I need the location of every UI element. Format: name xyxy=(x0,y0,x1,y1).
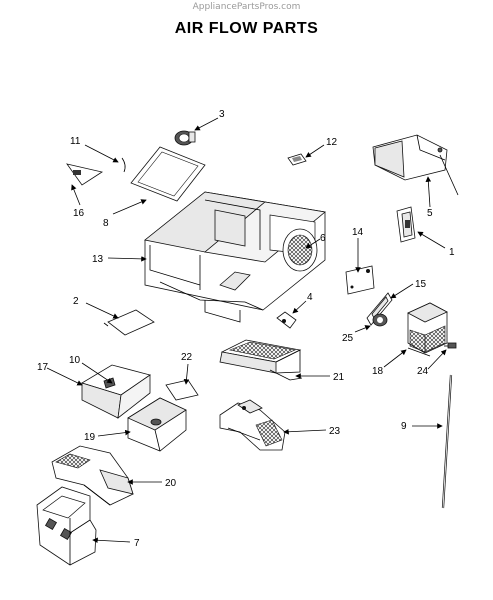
part-24-connector xyxy=(444,342,457,349)
callout-8: 8 xyxy=(103,218,109,229)
callout-3: 3 xyxy=(219,109,225,120)
part-14-bracket xyxy=(345,265,375,295)
part-23-duct-assembly xyxy=(219,399,286,451)
callout-9: 9 xyxy=(401,421,407,432)
part-16-label xyxy=(66,163,104,186)
callout-12: 12 xyxy=(326,137,338,148)
callout-21: 21 xyxy=(333,372,345,383)
callout-22: 22 xyxy=(181,352,193,363)
callout-10: 10 xyxy=(69,355,81,366)
part-11-clip xyxy=(121,157,126,173)
watermark: AppliancePartsPros.com xyxy=(192,2,301,12)
part-8-filter-frame xyxy=(130,146,206,202)
leader-lines xyxy=(46,117,447,544)
callout-18: 18 xyxy=(372,366,384,377)
part-15-damper xyxy=(366,292,393,327)
callout-labels: 3 11 16 8 12 5 1 6 13 14 4 15 25 2 10 22… xyxy=(37,109,455,549)
part-7-frame xyxy=(36,486,97,566)
part-12-pad xyxy=(287,153,307,166)
callout-6: 6 xyxy=(320,233,326,244)
part-22-pad xyxy=(165,379,199,401)
part-19-duct xyxy=(127,397,187,452)
part-3-fan-motor xyxy=(174,130,196,146)
part-9-rod xyxy=(441,374,453,509)
main-air-housing xyxy=(144,191,326,323)
callout-11: 11 xyxy=(70,136,81,147)
callout-17: 17 xyxy=(37,362,49,373)
callout-2: 2 xyxy=(73,296,79,307)
part-5-vent-duct xyxy=(372,134,459,196)
diagram-title: AIR FLOW PARTS xyxy=(174,20,319,37)
callout-4: 4 xyxy=(307,292,313,303)
callout-5: 5 xyxy=(427,208,433,219)
callout-24: 24 xyxy=(417,366,429,377)
callout-14: 14 xyxy=(352,227,364,238)
callout-23: 23 xyxy=(329,426,341,437)
part-21-grille xyxy=(219,339,303,381)
part-4-fastener xyxy=(276,311,297,329)
callout-20: 20 xyxy=(165,478,177,489)
callout-15: 15 xyxy=(415,279,427,290)
part-18-transformer xyxy=(407,302,448,357)
callout-1: 1 xyxy=(449,247,455,258)
callout-19: 19 xyxy=(84,432,96,443)
callout-7: 7 xyxy=(134,538,140,549)
part-2-plate xyxy=(103,309,155,336)
callout-25: 25 xyxy=(342,333,354,344)
part-1-bracket xyxy=(396,206,416,243)
part-20-air-guide xyxy=(51,445,134,506)
callout-16: 16 xyxy=(73,208,85,219)
part-17-cover xyxy=(81,364,151,419)
callout-13: 13 xyxy=(92,254,104,265)
